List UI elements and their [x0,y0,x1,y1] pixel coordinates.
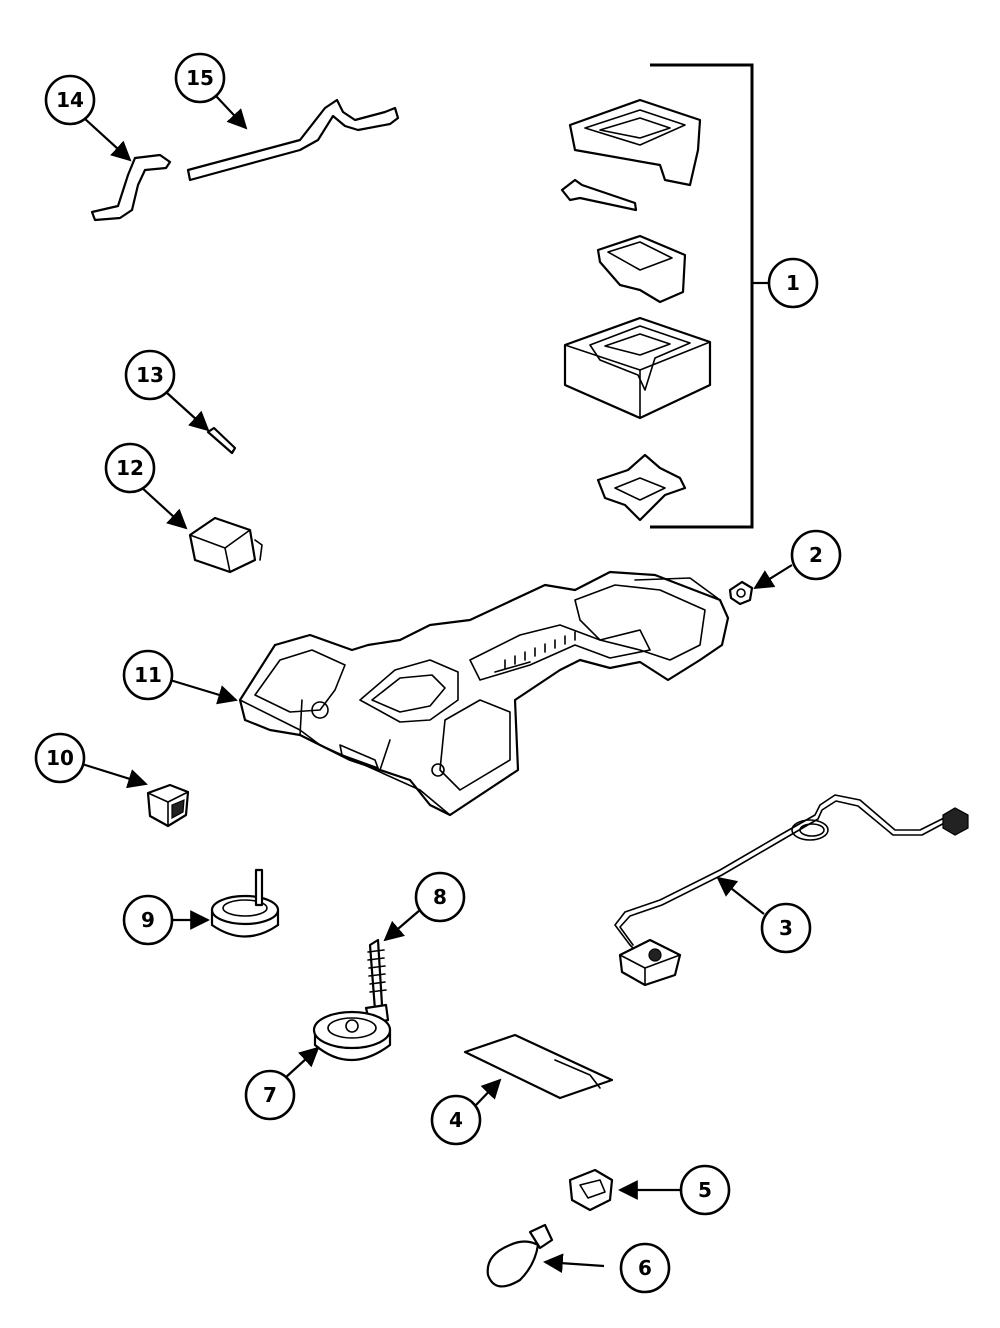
callout-label-1: 1 [786,271,800,295]
callout-label-13: 13 [136,363,164,387]
part-10-switch [146,783,190,828]
callout-5: 5 [679,1164,731,1216]
part-1-bracket-line [650,63,754,529]
leader-6 [543,1253,605,1274]
callout-9: 9 [122,894,174,946]
callout-14: 14 [44,74,96,126]
leader-11 [169,678,238,705]
callout-10: 10 [34,732,86,784]
part-13-pin [206,426,237,455]
part-1-assembly [560,98,712,522]
callout-label-14: 14 [56,88,84,112]
part-9-knob [210,868,280,938]
callout-4: 4 [430,1094,482,1146]
leader-13 [165,391,210,432]
callout-13: 13 [124,349,176,401]
part-6-bulb [486,1223,554,1288]
leader-12 [139,485,188,530]
callout-1: 1 [767,257,819,309]
callout-12: 12 [104,442,156,494]
callout-label-6: 6 [638,1256,652,1280]
callout-label-4: 4 [449,1108,463,1132]
callout-7: 7 [244,1069,296,1121]
part-2-nut [728,580,754,606]
callout-label-11: 11 [134,663,162,687]
part-11-housing [238,570,730,817]
leader-7 [284,1046,320,1079]
callout-label-15: 15 [186,66,214,90]
part-5-socket [568,1168,614,1212]
callout-label-12: 12 [116,456,144,480]
part-3-harness [614,794,969,987]
leader-14 [83,117,132,162]
callout-15: 15 [174,52,226,104]
leader-2 [753,564,793,590]
callout-label-5: 5 [698,1178,712,1202]
leader-4 [475,1078,502,1106]
part-14-bracket [90,153,172,222]
part-7-roller [312,1010,392,1062]
callout-label-2: 2 [809,543,823,567]
leader-15 [215,95,248,130]
callout-8: 8 [414,871,466,923]
part-12-timer [188,516,263,574]
callout-label-7: 7 [263,1083,277,1107]
part-4-plate [463,1033,614,1100]
callout-6: 6 [619,1242,671,1294]
callout-label-8: 8 [433,885,447,909]
part-8-screw [364,938,390,1026]
leader-10 [81,762,148,789]
callout-11: 11 [122,649,174,701]
callout-2: 2 [790,529,842,581]
callout-label-3: 3 [779,916,793,940]
callout-label-9: 9 [141,908,155,932]
leader-3 [716,876,765,915]
leader-8 [383,909,421,942]
callout-label-10: 10 [46,746,74,770]
callout-3: 3 [760,902,812,954]
part-15-rod [186,98,400,182]
